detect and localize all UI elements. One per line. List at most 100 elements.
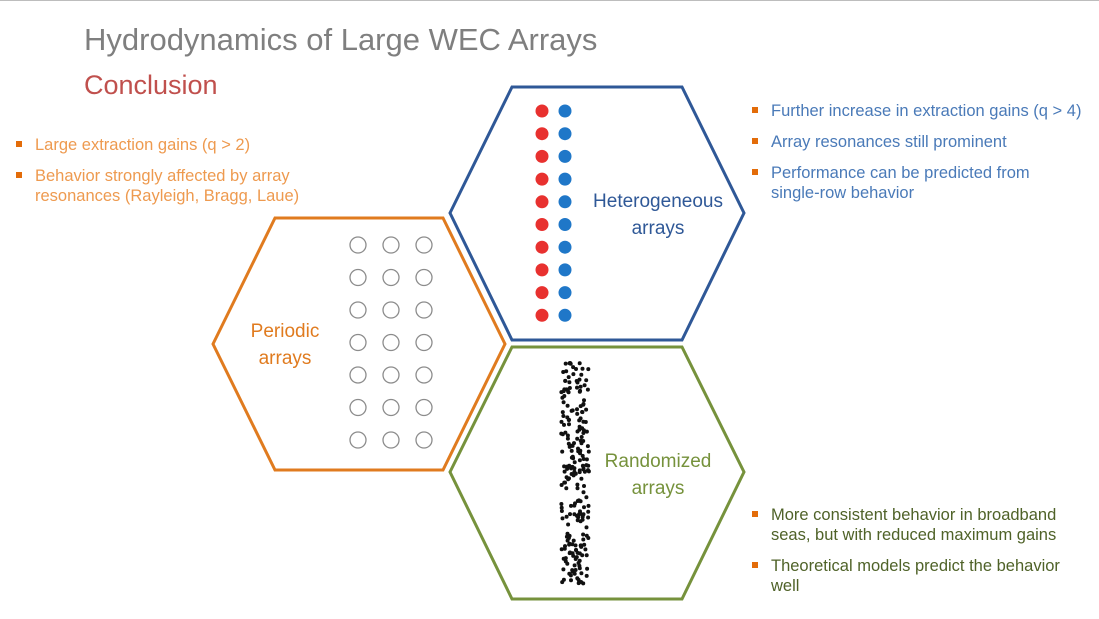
randomized-marker bbox=[582, 484, 586, 488]
randomized-marker bbox=[585, 566, 590, 571]
randomized-marker bbox=[586, 515, 591, 520]
randomized-marker bbox=[582, 398, 586, 403]
heterogeneous-bullet-list: Further increase in extraction gains (q … bbox=[752, 101, 1082, 214]
randomized-marker bbox=[584, 533, 589, 538]
randomized-label: Randomized arrays bbox=[596, 448, 720, 502]
randomized-marker bbox=[564, 387, 569, 392]
randomized-marker bbox=[559, 509, 564, 513]
randomized-marker bbox=[567, 380, 572, 385]
randomized-marker bbox=[580, 514, 585, 519]
randomized-marker bbox=[584, 407, 589, 412]
randomized-label-line1: Randomized bbox=[604, 451, 712, 472]
randomized-marker bbox=[575, 407, 579, 412]
periodic-bullet-list: Large extraction gains (q > 2) Behavior … bbox=[16, 135, 336, 217]
periodic-marker bbox=[415, 333, 433, 352]
bullet-square-icon bbox=[752, 511, 758, 517]
randomized-marker bbox=[579, 435, 584, 439]
randomized-marker bbox=[568, 573, 573, 578]
randomized-marker bbox=[563, 480, 567, 485]
heterogeneous-bullet-text: Further increase in extraction gains (q … bbox=[771, 102, 1082, 120]
randomized-marker bbox=[566, 375, 571, 380]
randomized-marker bbox=[560, 516, 565, 521]
heterogeneous-blue-marker bbox=[558, 149, 572, 163]
randomized-marker bbox=[564, 369, 569, 374]
randomized-marker bbox=[568, 512, 572, 517]
randomized-marker bbox=[581, 457, 586, 461]
randomized-marker bbox=[574, 367, 578, 371]
randomized-marker bbox=[560, 449, 565, 454]
periodic-marker bbox=[415, 398, 433, 417]
randomized-bullet-text: More consistent behavior in broadband se… bbox=[771, 506, 1057, 544]
periodic-bullet-text: Behavior strongly affected by array reso… bbox=[35, 167, 300, 205]
randomized-cloud bbox=[559, 361, 591, 586]
randomized-marker bbox=[565, 466, 570, 471]
heterogeneous-blue-marker bbox=[558, 286, 572, 300]
randomized-marker bbox=[577, 418, 582, 423]
randomized-marker bbox=[563, 544, 567, 549]
randomized-marker bbox=[581, 490, 586, 495]
randomized-marker bbox=[559, 419, 564, 424]
randomized-marker bbox=[581, 467, 586, 472]
randomized-marker bbox=[565, 403, 570, 408]
randomized-marker bbox=[582, 505, 586, 510]
periodic-grid bbox=[349, 236, 433, 449]
periodic-label-line2: arrays bbox=[258, 348, 312, 369]
randomized-marker bbox=[575, 482, 580, 487]
randomized-marker bbox=[575, 550, 580, 555]
randomized-marker bbox=[579, 544, 584, 549]
heterogeneous-blue-marker bbox=[558, 127, 572, 141]
randomized-marker bbox=[563, 378, 568, 383]
randomized-marker bbox=[563, 361, 568, 366]
randomized-marker bbox=[559, 505, 564, 510]
periodic-marker bbox=[382, 236, 400, 254]
randomized-marker bbox=[573, 543, 578, 548]
randomized-marker bbox=[578, 511, 583, 516]
randomized-marker bbox=[584, 573, 589, 578]
randomized-marker bbox=[567, 386, 572, 390]
heterogeneous-blue-marker bbox=[558, 218, 572, 231]
periodic-marker bbox=[349, 236, 367, 254]
randomized-marker bbox=[581, 537, 586, 542]
randomized-marker bbox=[577, 377, 582, 382]
heterogeneous-red-marker bbox=[535, 127, 549, 141]
randomized-marker bbox=[580, 453, 585, 458]
randomized-marker bbox=[572, 460, 577, 465]
randomized-marker bbox=[559, 502, 564, 506]
periodic-marker bbox=[382, 268, 400, 287]
heterogeneous-label: Heterogeneous arrays bbox=[580, 188, 736, 242]
heterogeneous-blue-marker bbox=[558, 263, 572, 277]
heterogeneous-blue-marker bbox=[558, 308, 572, 322]
randomized-marker bbox=[572, 512, 577, 517]
randomized-marker bbox=[580, 366, 585, 371]
randomized-marker bbox=[569, 448, 574, 453]
randomized-marker bbox=[579, 571, 584, 576]
randomized-marker bbox=[566, 418, 571, 422]
randomized-marker bbox=[578, 384, 583, 389]
randomized-marker bbox=[567, 444, 572, 449]
heterogeneous-red-marker bbox=[535, 263, 549, 277]
randomized-bullet-item: More consistent behavior in broadband se… bbox=[752, 505, 1088, 545]
randomized-marker bbox=[584, 495, 589, 500]
randomized-marker bbox=[559, 390, 564, 395]
randomized-marker bbox=[565, 531, 570, 536]
periodic-label: Periodic arrays bbox=[230, 318, 340, 372]
randomized-marker bbox=[586, 503, 591, 508]
periodic-marker bbox=[349, 268, 367, 287]
periodic-marker bbox=[349, 366, 367, 384]
heterogeneous-bullet-text: Array resonances still prominent bbox=[771, 133, 1007, 151]
randomized-marker bbox=[575, 518, 580, 523]
randomized-marker bbox=[575, 429, 580, 434]
bullet-square-icon bbox=[16, 172, 22, 178]
randomized-marker bbox=[575, 411, 580, 416]
randomized-marker bbox=[559, 547, 564, 552]
randomized-marker bbox=[565, 538, 570, 543]
slide-subtitle: Conclusion bbox=[84, 70, 218, 100]
periodic-bullet-item: Behavior strongly affected by array reso… bbox=[16, 166, 336, 206]
randomized-marker bbox=[559, 483, 564, 487]
randomized-marker bbox=[580, 410, 585, 415]
periodic-marker bbox=[415, 366, 433, 384]
periodic-marker bbox=[382, 333, 400, 352]
randomized-marker bbox=[582, 383, 587, 388]
randomized-label-line2: arrays bbox=[631, 478, 685, 499]
